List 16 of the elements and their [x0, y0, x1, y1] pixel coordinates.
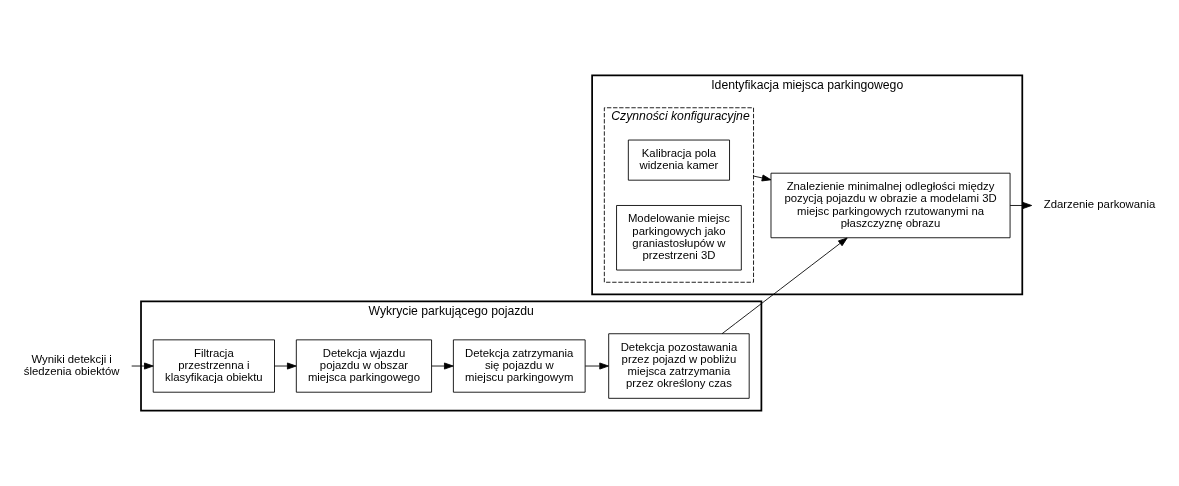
arrow — [431, 362, 454, 370]
node-box: Kalibracja pola widzenia kamer — [627, 139, 730, 181]
node-box: Detekcja pozostawania przez pojazd w pobliżu miejsca zatrzymania przez określony czas — [608, 333, 750, 399]
arrow — [721, 237, 848, 335]
node-box: Detekcja wjazdu pojazdu w obszar miejsca parkingowego — [295, 339, 432, 393]
arrow — [274, 362, 297, 370]
arrow — [131, 362, 154, 370]
arrow — [1009, 202, 1033, 209]
node-box: Filtracja przestrzenna i klasyfikacja obiektu — [152, 339, 275, 393]
node-text: Wyniki detekcji i śledzenia obiektów — [23, 352, 120, 378]
node-text: Zdarzenie parkowania — [1043, 198, 1156, 211]
arrow — [584, 362, 609, 370]
node-box: Modelowanie miejsc parkingowych jako graniastosłupów w przestrzeni 3D — [616, 205, 742, 271]
arrow — [753, 174, 772, 182]
node-box: Detekcja zatrzymania się pojazdu w miejscu parkingowym — [452, 339, 586, 393]
node-box: Znalezienie minimalnej odległości między pozycją pojazdu w obrazie a modelami 3D miejsc parkingowych rzutowanymi na płaszczyznę obrazu — [770, 172, 1011, 239]
